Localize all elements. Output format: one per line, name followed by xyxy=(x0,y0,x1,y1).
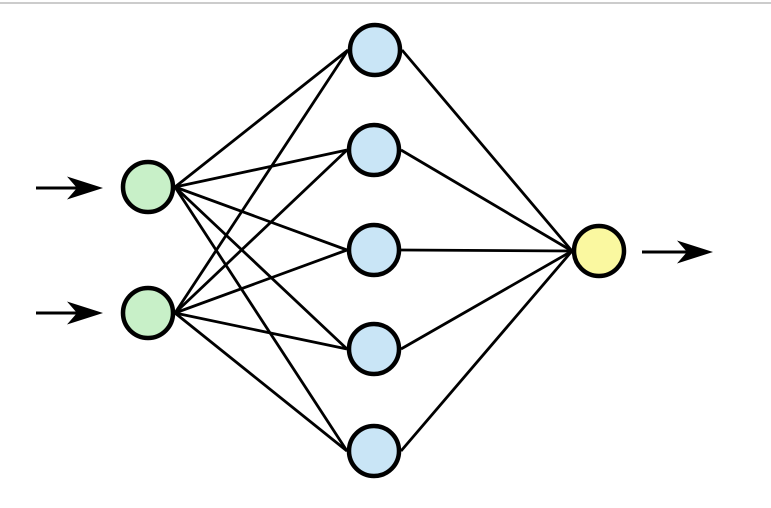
edge-i1-h4 xyxy=(174,185,348,351)
output-node xyxy=(571,223,627,279)
hidden-node-1 xyxy=(347,22,403,78)
edge-h5-o1 xyxy=(399,250,574,452)
edge-h3-o1 xyxy=(400,248,573,253)
hidden-node-3 xyxy=(346,222,402,278)
input-arrow-2-head-icon xyxy=(67,301,103,325)
input-arrow-1-head-icon xyxy=(67,176,103,200)
hidden-node-4 xyxy=(346,321,402,377)
edge-h1-o1 xyxy=(400,49,574,252)
edge-i1-h3 xyxy=(174,185,348,252)
edge-i2-h1 xyxy=(173,49,350,314)
hidden-node-2 xyxy=(346,122,402,178)
edge-i2-h2 xyxy=(174,148,348,315)
input-node-2 xyxy=(120,285,176,341)
edge-i2-h4 xyxy=(174,311,348,351)
edge-i1-h1 xyxy=(174,48,349,189)
top-border-line xyxy=(0,2,771,4)
hidden-node-5 xyxy=(346,423,402,479)
edge-i2-h5 xyxy=(174,311,348,453)
edge-h4-o1 xyxy=(400,249,573,351)
input-node-1 xyxy=(120,159,176,215)
edge-i1-h2 xyxy=(174,148,348,189)
edge-i2-h3 xyxy=(174,248,348,315)
edge-h2-o1 xyxy=(400,148,573,253)
output-arrow-head-icon xyxy=(677,240,713,264)
edge-i1-h5 xyxy=(173,186,349,452)
